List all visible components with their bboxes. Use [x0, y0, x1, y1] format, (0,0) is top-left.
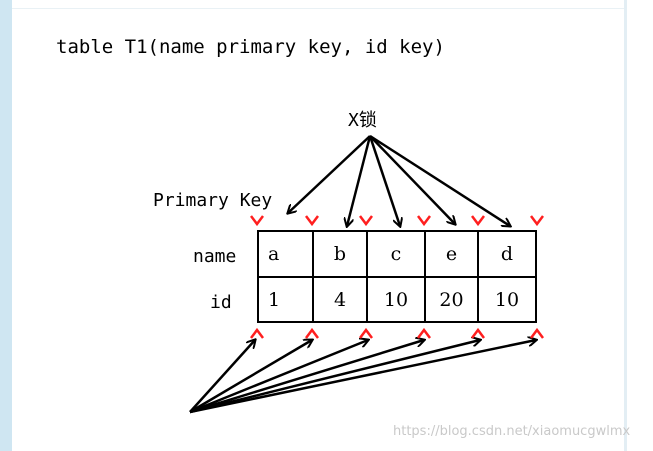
x-lock-arrow-3	[369, 135, 455, 224]
primary-key-label: Primary Key	[153, 190, 273, 211]
x-lock-mark-3	[417, 215, 431, 227]
gap-lock-mark-2	[359, 327, 373, 339]
x-lock-mark-5	[530, 215, 544, 227]
x-lock-label: X锁	[348, 110, 377, 131]
table-cell-id-2: 10	[368, 278, 426, 321]
right-side-bar	[624, 0, 627, 451]
x-lock-marks	[250, 215, 544, 227]
gap-lock-arrow-1	[189, 340, 312, 414]
gap-lock-mark-4	[471, 327, 485, 339]
gap-lock-mark-3	[417, 327, 431, 339]
table-cell-name-2: c	[368, 232, 426, 278]
gap-lock-arrow-4	[189, 340, 480, 414]
x-lock-mark-2	[359, 215, 373, 227]
gap-lock-arrow-5	[189, 340, 536, 414]
table-cell-name-3: e	[426, 232, 479, 278]
gap-lock-arrow-2	[189, 340, 368, 414]
x-lock-arrows	[288, 134, 510, 226]
gap-lock-mark-0	[250, 327, 264, 339]
x-lock-arrow-2	[368, 135, 400, 226]
table-cell-name-0: a	[259, 232, 314, 278]
x-lock-mark-0	[250, 215, 264, 227]
gap-lock-arrows	[189, 340, 536, 414]
gap-lock-arrow-3	[189, 340, 424, 414]
gap-lock-mark-1	[305, 327, 319, 339]
diagram-title: table T1(name primary key, id key)	[56, 36, 445, 58]
gap-lock-marks	[250, 327, 544, 339]
row-label-id: id	[210, 292, 232, 313]
x-lock-arrow-0	[288, 135, 371, 213]
record-table: a b c e d 1 4 10 20 10	[257, 230, 537, 323]
top-border-line	[12, 8, 624, 9]
x-lock-arrow-1	[347, 135, 372, 226]
table-cell-name-1: b	[314, 232, 368, 278]
table-cell-id-4: 10	[494, 288, 520, 311]
table-cell-name-4: d	[479, 232, 535, 278]
row-label-name: name	[193, 246, 237, 267]
table-cell-id-1: 4	[314, 278, 368, 321]
x-lock-mark-4	[471, 215, 485, 227]
watermark-url: https://blog.csdn.net/xiaomucgwlmx	[393, 424, 631, 439]
left-side-bar	[0, 0, 12, 451]
gap-lock-mark-5	[530, 327, 544, 339]
table-cell-id-3: 20	[426, 278, 479, 321]
x-lock-mark-1	[305, 215, 319, 227]
x-lock-arrow-4	[369, 134, 510, 226]
gap-lock-arrow-0	[189, 340, 255, 413]
table-cell-id-0: 1	[259, 278, 314, 321]
